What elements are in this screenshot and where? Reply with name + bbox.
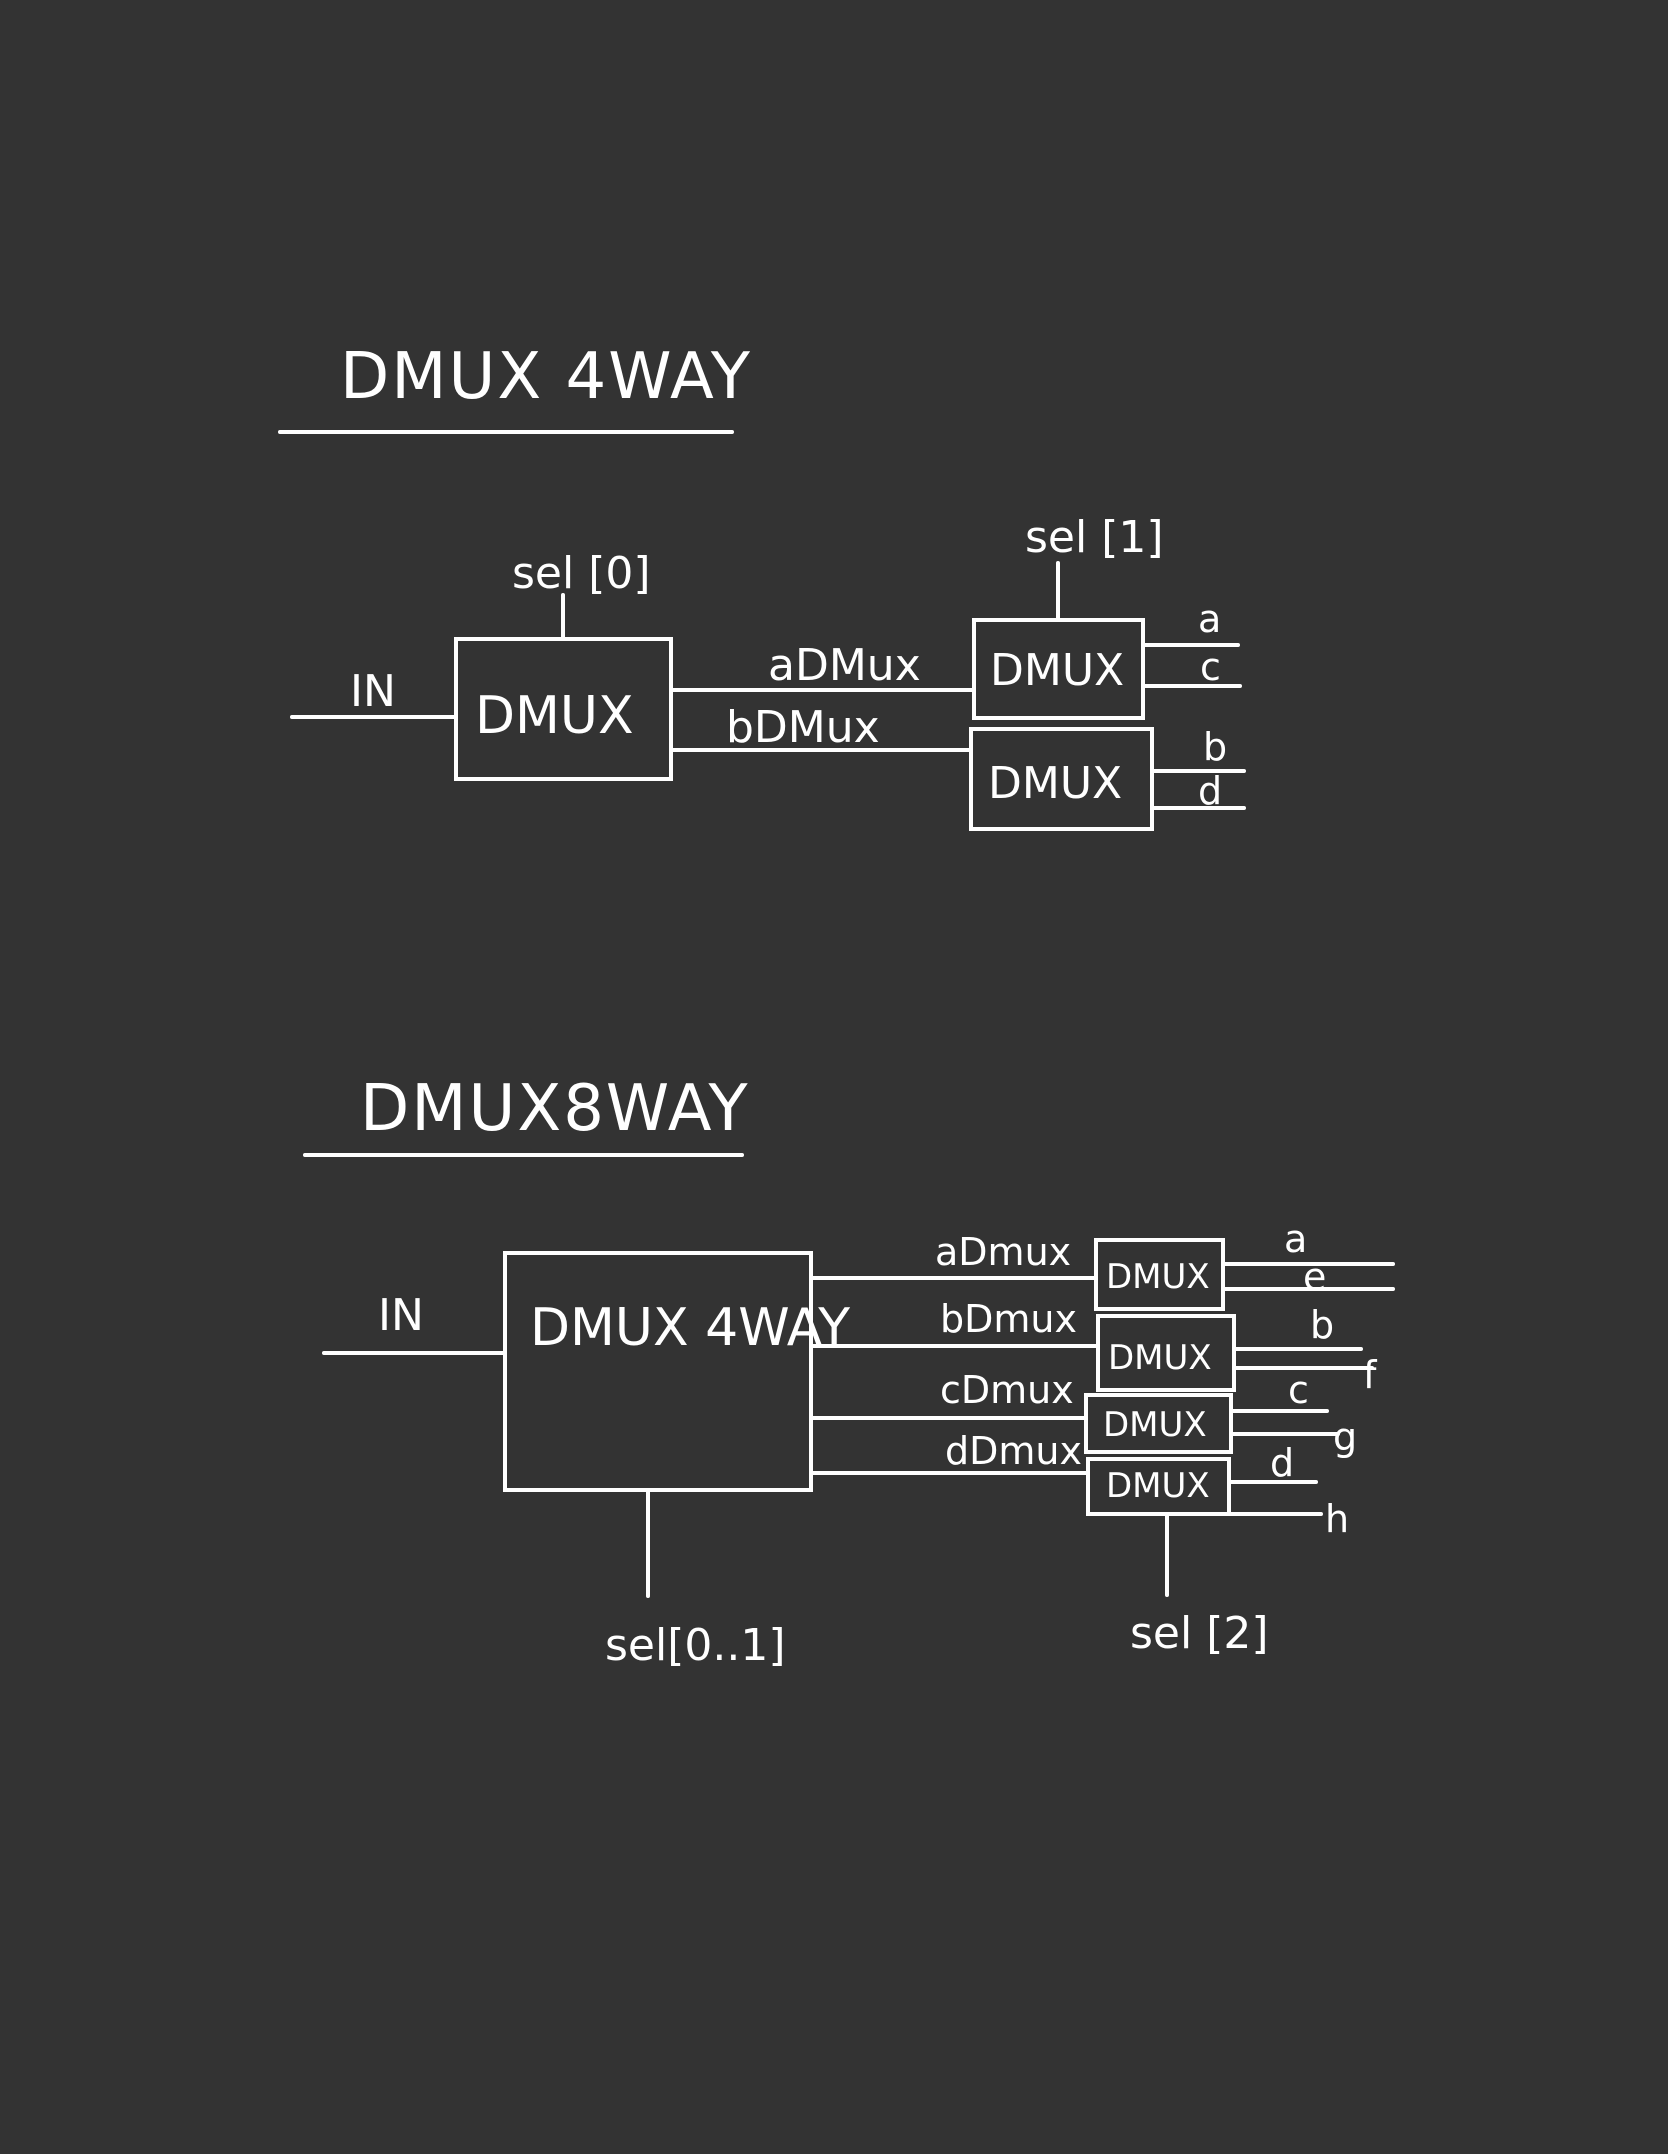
dmux8way-output-f-label: f <box>1363 1353 1378 1397</box>
dmux8way-block-4-label: DMUX <box>1106 1466 1210 1506</box>
dmux8way-block-2-label: DMUX <box>1108 1338 1212 1378</box>
dmux8way-output-c-label: c <box>1288 1368 1309 1412</box>
dmux8way-wire-d-label: dDmux <box>945 1429 1082 1473</box>
dmux4way-title: DMUX 4WAY <box>340 340 752 414</box>
dmux8way-main-block-label: DMUX 4WAY <box>530 1298 850 1358</box>
dmux4way-output-b-label: b <box>1203 725 1227 769</box>
dmux8way-main-sel-label: sel[0..1] <box>605 1620 786 1671</box>
dmux4way-second-sel-label: sel [1] <box>1025 512 1164 563</box>
dmux4way-main-sel-label: sel [0] <box>512 548 651 599</box>
dmux8way-output-d-label: d <box>1270 1441 1294 1485</box>
dmux8way-wire-a-label: aDmux <box>935 1230 1071 1274</box>
dmux4way-wire-b-label: bDMux <box>726 702 880 753</box>
dmux4way-output-a-label: a <box>1198 597 1221 641</box>
dmux8way-block-4 <box>1086 1457 1231 1516</box>
dmux8way-wire-b-label: bDmux <box>940 1297 1077 1341</box>
dmux8way-block-1-label: DMUX <box>1106 1257 1210 1297</box>
dmux8way-second-sel-label: sel [2] <box>1130 1608 1269 1659</box>
dmux8way-output-a-label: a <box>1284 1217 1307 1261</box>
dmux8way-output-g-label: g <box>1333 1415 1357 1459</box>
dmux8way-output-b-label: b <box>1310 1303 1334 1347</box>
dmux4way-input-label: IN <box>350 666 396 717</box>
dmux8way-block-1 <box>1094 1238 1225 1311</box>
dmux4way-lower-block <box>969 727 1154 831</box>
dmux4way-lower-block-label: DMUX <box>988 758 1122 809</box>
dmux4way-upper-block-label: DMUX <box>990 645 1124 696</box>
dmux8way-output-e-label: e <box>1303 1255 1326 1299</box>
dmux4way-section: DMUX 4WAY IN DMUX sel [0] aDMux bDMux DM… <box>278 340 1246 831</box>
dmux4way-output-d-label: d <box>1198 769 1222 813</box>
dmux8way-section: DMUX8WAY IN DMUX 4WAY sel[0..1] aDmux bD… <box>303 1072 1395 1671</box>
dmux8way-title: DMUX8WAY <box>360 1072 750 1146</box>
dmux4way-main-block-label: DMUX <box>475 686 634 746</box>
dmux4way-wire-a-label: aDMux <box>768 640 921 691</box>
dmux8way-block-2 <box>1096 1314 1236 1392</box>
dmux8way-input-label: IN <box>378 1290 424 1341</box>
dmux8way-output-h-label: h <box>1325 1497 1349 1541</box>
dmux8way-wire-c-label: cDmux <box>940 1368 1074 1412</box>
dmux8way-main-block <box>503 1251 813 1492</box>
dmux8way-block-3-label: DMUX <box>1103 1405 1207 1445</box>
dmux8way-block-3 <box>1084 1393 1233 1454</box>
dmux4way-output-c-label: c <box>1200 645 1221 689</box>
